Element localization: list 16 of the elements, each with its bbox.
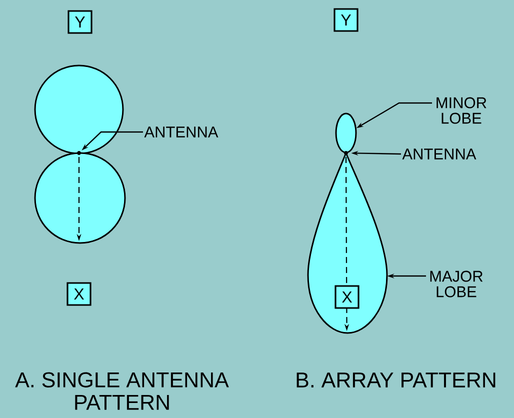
callout-label: ANTENNA <box>144 126 218 138</box>
lobe-shape <box>34 152 126 244</box>
letter-box: Y <box>68 10 92 34</box>
lobe-shape <box>34 64 124 154</box>
letter-box: X <box>66 282 92 306</box>
caption: A. SINGLE ANTENNA PATTERN <box>15 372 229 410</box>
callout-label: MAJOR LOBE <box>430 270 483 298</box>
callout-label: MINOR LOBE <box>436 97 486 124</box>
lobe-shape <box>307 152 388 334</box>
letter-box: Y <box>334 8 358 32</box>
callout-label: ANTENNA <box>402 148 476 160</box>
lobe-shape <box>335 112 357 154</box>
caption: B. ARRAY PATTERN <box>296 372 496 388</box>
letter-box: X <box>334 285 360 309</box>
antenna-point <box>344 151 348 155</box>
antenna-point <box>77 151 81 155</box>
